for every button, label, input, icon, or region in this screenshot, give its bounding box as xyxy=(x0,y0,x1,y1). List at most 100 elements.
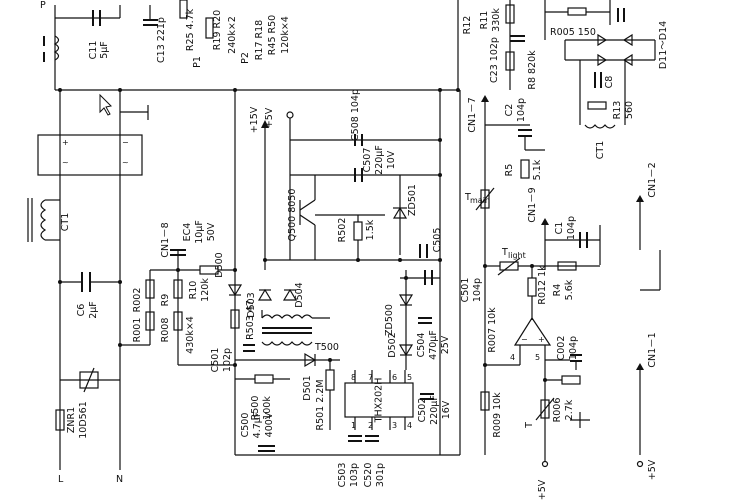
c500-value1: 4.7μF xyxy=(252,412,263,439)
cn1-9-label: CN1－9 xyxy=(527,187,538,222)
cn1-7-label: CN1－7 xyxy=(467,97,478,132)
c1-label: C1 xyxy=(554,222,565,235)
r13-value: 560 xyxy=(624,101,635,119)
r501-label: R501 2.2M xyxy=(315,379,326,430)
ct1-left-label: CT1 xyxy=(60,213,71,231)
pin4: 4 xyxy=(510,353,515,362)
plus5v-b-label: +5V xyxy=(537,479,548,500)
zd501-label: ZD501 xyxy=(407,184,418,216)
p-top-label: P xyxy=(40,0,46,11)
znr1-label: ZNR1 xyxy=(66,407,77,433)
c520-value: 301p xyxy=(375,463,386,487)
r008-label: R008 xyxy=(160,318,171,343)
c502-value2: 16V xyxy=(441,400,452,419)
c501-left-label: C501 xyxy=(210,348,221,373)
plus5v-c-label: +5V xyxy=(647,459,658,480)
r503-label: R503 47 xyxy=(245,300,256,340)
r9-value: 430k×4 xyxy=(185,316,196,354)
ct1-coil-left xyxy=(40,199,47,241)
diode-icon xyxy=(257,288,273,301)
r8-label: R8 820k xyxy=(527,50,538,90)
r12-label: R12 xyxy=(462,16,473,35)
r4-label: R4 xyxy=(552,284,563,297)
c11-value: 5μF xyxy=(99,41,110,59)
r45r50-label: R45 R50 xyxy=(267,15,278,55)
c504-value2: 25V xyxy=(440,335,451,354)
c507-value1: 220μF xyxy=(374,145,385,175)
r502-label: R502 xyxy=(337,218,348,243)
pin4b: 4 xyxy=(407,421,412,430)
c501-left-value: 102p xyxy=(222,348,233,372)
plus5v-a-label: +5V xyxy=(264,107,275,128)
r17r18-label: R17 R18 xyxy=(254,20,265,60)
c507-label: C507 xyxy=(362,148,373,173)
op-amp-icon xyxy=(513,316,552,346)
power-supply-section: +15V +5V C508 104p C507 220μF 10V Q500 8… xyxy=(210,89,483,487)
c002-value: 104p xyxy=(568,336,579,360)
arrow-up-icon xyxy=(636,195,644,202)
terminal-l: L xyxy=(58,474,64,485)
pin6: 6 xyxy=(392,373,397,382)
r11-value: 330k xyxy=(491,8,502,32)
c502-value1: 220μF xyxy=(429,395,440,425)
c2-label: C2 xyxy=(504,104,515,117)
r5-label: R5 xyxy=(504,164,515,177)
pin5: 5 xyxy=(535,353,540,362)
junctions xyxy=(58,88,547,382)
diode-icon xyxy=(597,53,608,67)
c504-label: C504 xyxy=(416,333,427,358)
c11-label: C11 xyxy=(88,41,99,60)
svg-text:~: ~ xyxy=(122,158,129,167)
c6-value: 2μF xyxy=(88,301,99,319)
plus15v-label: +15V xyxy=(249,106,260,133)
c23-label: C23 102p xyxy=(489,37,500,83)
r45-value: 120k×4 xyxy=(280,16,291,54)
r4-value: 5.6k xyxy=(564,279,575,300)
d502-label: D502 xyxy=(387,332,398,357)
r012-label: R012 1k xyxy=(537,265,548,305)
arrow-up-icon xyxy=(541,218,549,225)
pin5b: 5 xyxy=(407,373,412,382)
arrow-up-icon xyxy=(261,120,269,128)
cn1-8-label: CN1－8 xyxy=(160,222,171,257)
arrow-up-icon xyxy=(481,95,489,102)
c507-value2: 10V xyxy=(386,150,397,169)
c503-value: 103p xyxy=(349,463,360,487)
r502-value: 1.5k xyxy=(365,219,376,240)
t-light-sub: light xyxy=(508,251,526,260)
svg-text:~: ~ xyxy=(62,158,69,167)
ec4-value2: 50V xyxy=(206,222,217,241)
r001-label: R001 xyxy=(132,318,143,343)
ec4-value1: 10μF xyxy=(194,220,205,244)
d501-label: D501 xyxy=(302,375,313,400)
c503-label: C503 xyxy=(337,463,348,488)
r500-value: 100k xyxy=(262,396,273,420)
r9-label: R9 xyxy=(160,294,171,307)
diode-icon xyxy=(282,288,298,301)
top-right-section: R12 R11 330k C23 102p R8 820k R005 150 D… xyxy=(462,0,669,291)
r11-label: R11 xyxy=(479,11,490,30)
znr1-value: 10D561 xyxy=(78,401,89,439)
diode-icon xyxy=(597,33,608,47)
t-light-label: T xyxy=(501,247,508,258)
r10-value: 120k xyxy=(200,278,211,302)
d11d14-label: D11～D14 xyxy=(658,21,669,69)
p2-label: P2 xyxy=(240,52,251,64)
cn1-1-label: CN1－1 xyxy=(647,332,658,367)
svg-text:+: + xyxy=(538,335,545,344)
c8-label: C8 xyxy=(604,76,615,89)
c6-label: C6 xyxy=(76,304,87,317)
r007-label: R007 10k xyxy=(487,307,498,353)
sensor-section: CN1－7 C2 104p R5 5.1k T main CN1－9 C1 10… xyxy=(464,95,658,500)
t-main-sub: main xyxy=(470,196,490,205)
ec4-label: EC4 xyxy=(182,223,193,242)
c002-label: C002 xyxy=(556,336,567,361)
r002-label: R002 xyxy=(132,288,143,313)
c508-label: C508 104p xyxy=(350,89,361,141)
c500-value2: 400V xyxy=(264,412,275,437)
terminal-n: N xyxy=(116,474,123,485)
pin3: 3 xyxy=(392,421,397,430)
t-main-label: T xyxy=(464,192,471,203)
ic-label: THX202H xyxy=(374,378,385,424)
